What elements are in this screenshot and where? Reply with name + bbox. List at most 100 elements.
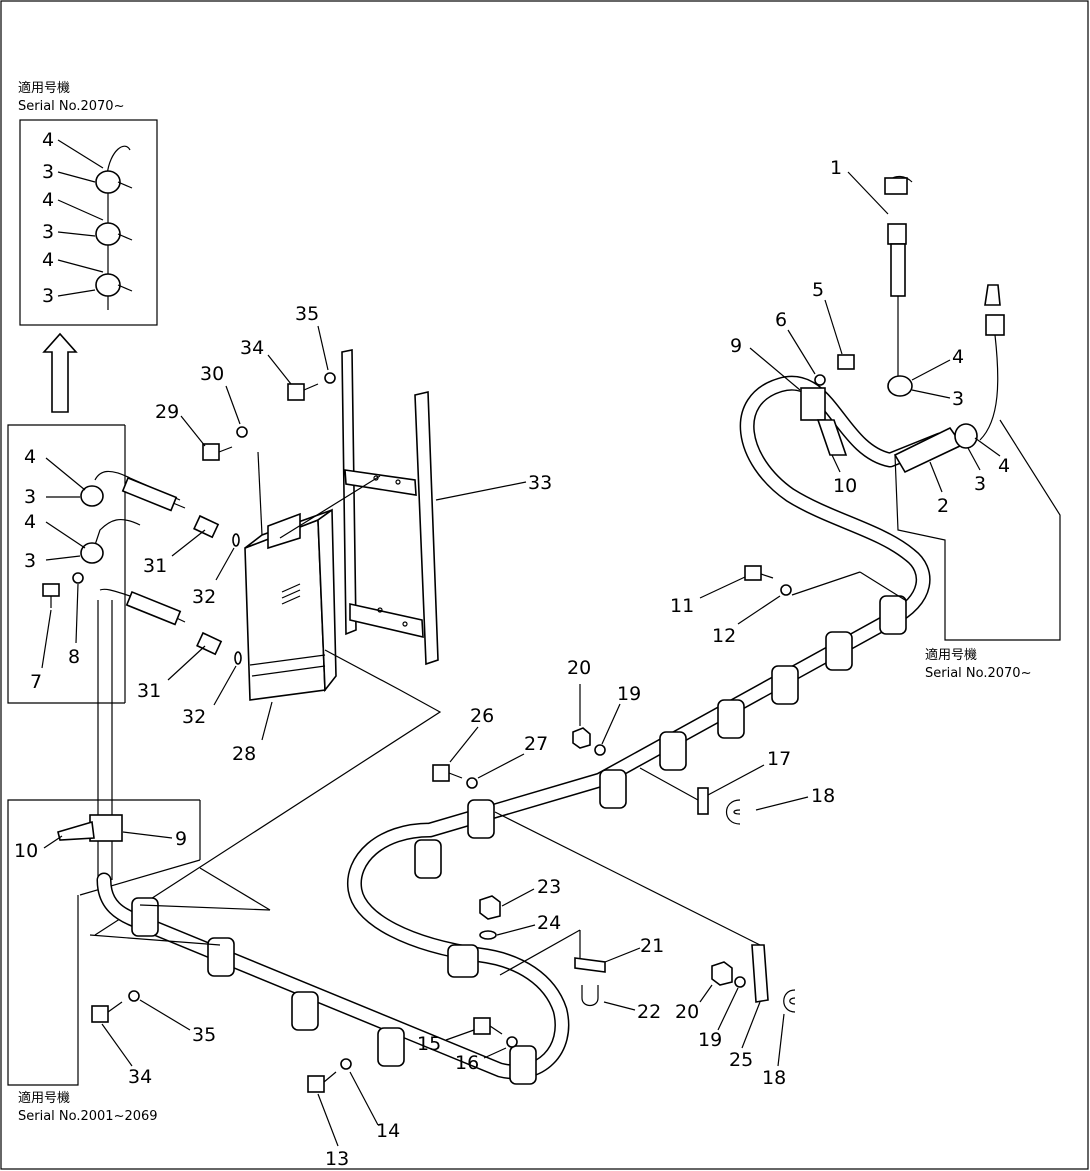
washer-part [72, 572, 84, 584]
callout-32: 32 [182, 706, 206, 728]
callout-33: 33 [528, 472, 552, 494]
callout-19: 19 [698, 1029, 722, 1051]
inset-top-left-serial: Serial No.2070~ [18, 99, 124, 114]
bolt-head [744, 565, 762, 581]
hose-1 [890, 243, 906, 297]
clamp-9 [800, 387, 826, 421]
lower-right-parts: 20 19 25 18 [675, 944, 796, 1089]
elbow-fitting-31 [193, 514, 220, 539]
bolt-head [42, 583, 60, 597]
washer-part [340, 1058, 352, 1070]
callout-3: 3 [42, 285, 54, 307]
clamp-part [95, 170, 121, 194]
callout-23: 23 [537, 876, 561, 898]
washer-part [734, 976, 746, 988]
bracket-25 [751, 944, 769, 1003]
callout-30: 30 [200, 363, 224, 385]
callout-4: 4 [42, 189, 54, 211]
callout-17: 17 [767, 748, 791, 770]
hose-clamp [377, 1027, 405, 1067]
callout-22: 22 [637, 1001, 661, 1023]
hose-clamp [509, 1045, 537, 1085]
callout-27: 27 [524, 733, 548, 755]
fittings-31-32: 31 32 31 32 [137, 514, 242, 728]
callout-3: 3 [42, 161, 54, 183]
hose-clamp [207, 937, 235, 977]
callout-35: 35 [192, 1024, 216, 1046]
left-detail-frame: 4 3 4 3 7 8 [7, 424, 186, 880]
elbow-fitting-31 [196, 631, 223, 656]
washer-part [506, 1036, 518, 1048]
clamp-part [80, 542, 104, 564]
hose-clamp [599, 769, 627, 809]
hose-clamp [467, 799, 495, 839]
callout-1: 1 [830, 157, 842, 179]
callout-4: 4 [42, 249, 54, 271]
hose-clamp [717, 699, 745, 739]
bolt-head [202, 443, 220, 461]
center-parts: 20 19 26 27 17 18 [432, 657, 835, 825]
callout-4: 4 [952, 346, 964, 368]
inset-bottom-left-jp: 適用号機 [18, 1090, 70, 1106]
washer-part [324, 372, 336, 384]
inset-right-serial: Serial No.2070~ [925, 666, 1031, 681]
callout-4: 4 [24, 511, 36, 533]
callout-3: 3 [42, 221, 54, 243]
bolt-head [473, 1017, 491, 1035]
nut-23 [479, 895, 501, 920]
washer-part [814, 374, 826, 386]
callout-24: 24 [537, 912, 561, 934]
inset-bottom-left: 9 10 適用号機 Serial No.2001~2069 [7, 799, 201, 1124]
clamp-part [887, 375, 913, 397]
bolt-head [307, 1075, 325, 1093]
hose-clamp [447, 944, 479, 978]
bolt-11-12: 11 12 [670, 565, 792, 647]
inset-top-left-box [19, 119, 158, 326]
callout-3: 3 [952, 388, 964, 410]
callout-34: 34 [240, 337, 264, 359]
callout-13: 13 [325, 1148, 349, 1170]
callout-26: 26 [470, 705, 494, 727]
inset-top-left-jp: 適用号機 [18, 80, 70, 96]
plate-21 [574, 957, 606, 973]
arrow-up-icon [42, 332, 78, 413]
callout-11: 11 [670, 595, 694, 617]
callout-21: 21 [640, 935, 664, 957]
inset-top-left: 適用号機 Serial No.2070~ 4 3 4 3 4 3 [18, 80, 158, 326]
bolt-head [837, 354, 855, 370]
callout-18: 18 [762, 1067, 786, 1089]
callout-8: 8 [68, 646, 80, 668]
clamp-part [954, 423, 978, 449]
callout-28: 28 [232, 743, 256, 765]
callout-15: 15 [417, 1033, 441, 1055]
bracket-frame-33: 33 [94, 349, 552, 936]
callout-12: 12 [712, 625, 736, 647]
hose-route [96, 375, 948, 1080]
hose-clamp [291, 991, 319, 1031]
callout-29: 29 [155, 401, 179, 423]
callout-32: 32 [192, 586, 216, 608]
callout-9: 9 [730, 335, 742, 357]
hose-clamps [89, 571, 907, 1085]
clamp-part [95, 273, 121, 297]
washer-part [236, 426, 248, 438]
callout-3: 3 [24, 486, 36, 508]
bolt-29-30: 29 30 [155, 363, 248, 461]
inset-bottom-left-serial: Serial No.2001~2069 [18, 1109, 158, 1124]
bolt-head [287, 383, 305, 401]
callout-6: 6 [775, 309, 787, 331]
lower-center-parts: 23 24 21 22 [479, 876, 664, 1023]
washer-part [780, 584, 792, 596]
clamp-part [80, 485, 104, 507]
hose-clamp [131, 897, 159, 937]
callout-4: 4 [42, 129, 54, 151]
hose-fitting [125, 590, 182, 626]
hose-2 [893, 426, 964, 474]
oil-cooler-28: 28 [232, 451, 337, 765]
callout-20: 20 [675, 1001, 699, 1023]
washer-part [466, 777, 478, 789]
nut-20 [711, 961, 733, 986]
hose-clamp [825, 631, 853, 671]
callout-20: 20 [567, 657, 591, 679]
